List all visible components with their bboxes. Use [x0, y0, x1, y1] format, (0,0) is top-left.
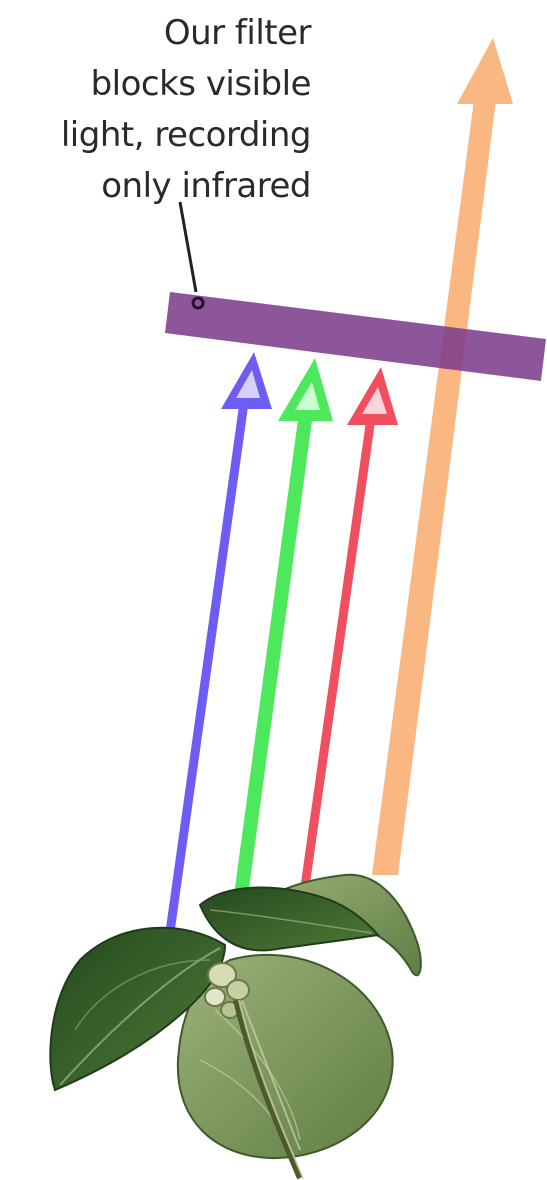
annotation-leader-line — [180, 202, 196, 292]
green-ray — [240, 358, 333, 903]
leaf-bottom — [178, 955, 393, 1158]
filter-bar — [165, 292, 546, 381]
blue-ray — [170, 352, 272, 932]
plant-illustration — [50, 875, 421, 1178]
infrared-ray — [372, 38, 513, 875]
